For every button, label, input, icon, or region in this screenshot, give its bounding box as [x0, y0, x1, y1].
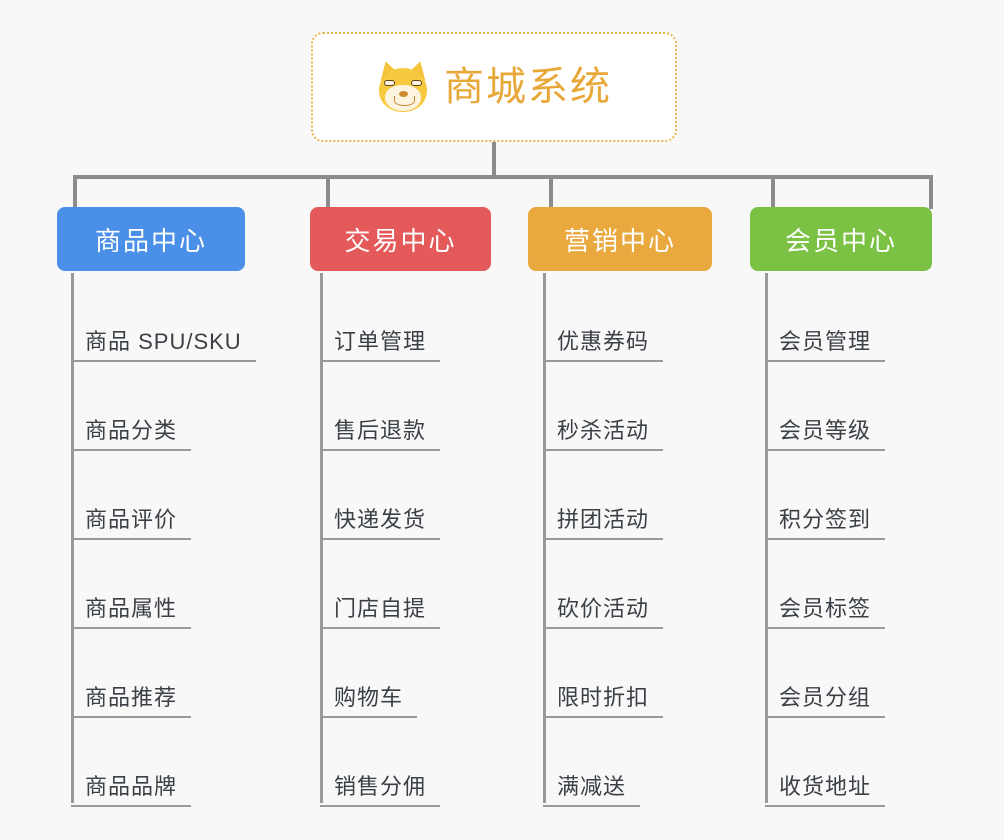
category-header-1[interactable]: 交易中心	[310, 207, 491, 271]
leaf-label: 商品推荐	[71, 685, 192, 718]
connector-drop-1	[73, 175, 77, 209]
category-header-3[interactable]: 会员中心	[750, 207, 932, 271]
leaf-label: 商品评价	[71, 507, 192, 540]
connector-drop-2	[326, 175, 330, 209]
leaf-label: 会员标签	[765, 596, 886, 629]
leaf-item[interactable]: 砍价活动	[543, 540, 664, 629]
leaf-item[interactable]: 积分签到	[765, 451, 886, 540]
leaf-label: 商品 SPU/SKU	[71, 329, 256, 362]
leaf-label: 销售分佣	[320, 774, 441, 807]
leaf-item[interactable]: 优惠券码	[543, 273, 664, 362]
category-header-label-2: 营销中心	[563, 225, 676, 256]
leaf-label: 商品分类	[71, 418, 192, 451]
leaf-item[interactable]: 商品 SPU/SKU	[71, 273, 256, 362]
leaf-item[interactable]: 售后退款	[320, 362, 441, 451]
leaf-item[interactable]: 商品分类	[71, 362, 256, 451]
connector-drop-4	[929, 175, 933, 209]
leaf-label: 砍价活动	[543, 596, 664, 629]
leaf-label: 限时折扣	[543, 685, 664, 718]
leaf-item[interactable]: 购物车	[320, 629, 440, 718]
category-header-label-3: 会员中心	[784, 225, 897, 256]
leaf-item[interactable]: 订单管理	[320, 273, 441, 362]
connector-drop-4b	[771, 175, 775, 209]
leaf-label: 满减送	[543, 774, 641, 807]
leaf-item[interactable]: 拼团活动	[543, 451, 664, 540]
leaf-item[interactable]: 会员分组	[765, 629, 886, 718]
connector-drop-3	[549, 175, 553, 209]
leaf-item[interactable]: 会员管理	[765, 273, 886, 362]
leaf-item[interactable]: 限时折扣	[543, 629, 664, 718]
category-header-label-1: 交易中心	[344, 225, 457, 256]
root-title: 商城系统	[444, 65, 612, 109]
leaf-item[interactable]: 会员标签	[765, 540, 886, 629]
category-header-label-0: 商品中心	[94, 225, 207, 256]
leaf-list-3: 会员管理 会员等级 积分签到 会员标签 会员分组 收货地址	[765, 273, 886, 807]
leaf-label: 优惠券码	[543, 329, 664, 362]
shiba-dog-face-icon	[376, 58, 430, 113]
leaf-item[interactable]: 销售分佣	[320, 718, 441, 807]
leaf-item[interactable]: 门店自提	[320, 540, 441, 629]
leaf-label: 会员管理	[765, 329, 886, 362]
leaf-label: 秒杀活动	[543, 418, 664, 451]
leaf-label: 会员分组	[765, 685, 886, 718]
leaf-item[interactable]: 商品品牌	[71, 718, 256, 807]
leaf-label: 门店自提	[320, 596, 441, 629]
leaf-list-1: 订单管理 售后退款 快递发货 门店自提 购物车 销售分佣	[320, 273, 441, 807]
leaf-list-2: 优惠券码 秒杀活动 拼团活动 砍价活动 限时折扣 满减送	[543, 273, 664, 807]
leaf-label: 购物车	[320, 685, 418, 718]
category-header-0[interactable]: 商品中心	[57, 207, 245, 271]
leaf-item[interactable]: 商品属性	[71, 540, 256, 629]
leaf-label: 商品属性	[71, 596, 192, 629]
leaf-label: 快递发货	[320, 507, 441, 540]
leaf-label: 积分签到	[765, 507, 886, 540]
root-node-mall-system[interactable]: 商城系统	[311, 32, 677, 142]
leaf-list-0: 商品 SPU/SKU 商品分类 商品评价 商品属性 商品推荐 商品品牌	[71, 273, 256, 807]
leaf-label: 收货地址	[765, 774, 886, 807]
leaf-item[interactable]: 满减送	[543, 718, 663, 807]
leaf-item[interactable]: 商品推荐	[71, 629, 256, 718]
leaf-item[interactable]: 快递发货	[320, 451, 441, 540]
leaf-label: 拼团活动	[543, 507, 664, 540]
leaf-item[interactable]: 会员等级	[765, 362, 886, 451]
leaf-item[interactable]: 秒杀活动	[543, 362, 664, 451]
leaf-item[interactable]: 商品评价	[71, 451, 256, 540]
leaf-label: 订单管理	[320, 329, 441, 362]
leaf-label: 会员等级	[765, 418, 886, 451]
leaf-label: 商品品牌	[71, 774, 192, 807]
leaf-label: 售后退款	[320, 418, 441, 451]
category-header-2[interactable]: 营销中心	[528, 207, 712, 271]
connector-horizontal-bar	[73, 175, 933, 179]
leaf-item[interactable]: 收货地址	[765, 718, 886, 807]
connector-root-stem	[492, 142, 496, 178]
